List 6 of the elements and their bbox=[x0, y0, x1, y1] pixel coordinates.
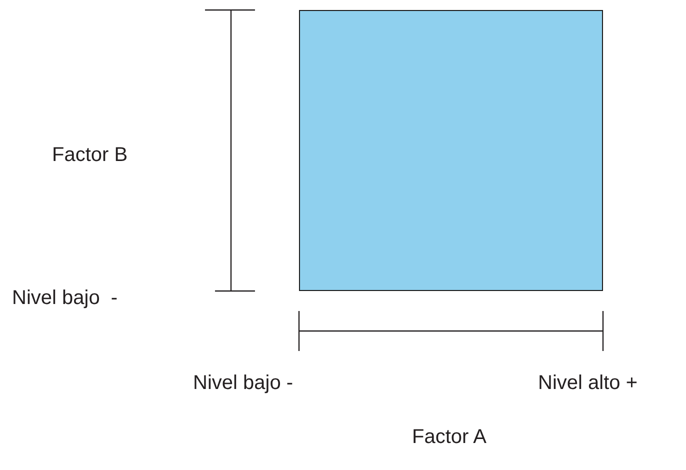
axis-label: Nivel bajo - bbox=[12, 288, 118, 308]
square-region bbox=[299, 10, 603, 291]
axis-label: Factor B bbox=[52, 145, 128, 165]
axis-label: Nivel alto + bbox=[538, 373, 638, 393]
axis-label: Nivel bajo - bbox=[193, 373, 294, 393]
axis-label: Factor A bbox=[412, 427, 486, 447]
